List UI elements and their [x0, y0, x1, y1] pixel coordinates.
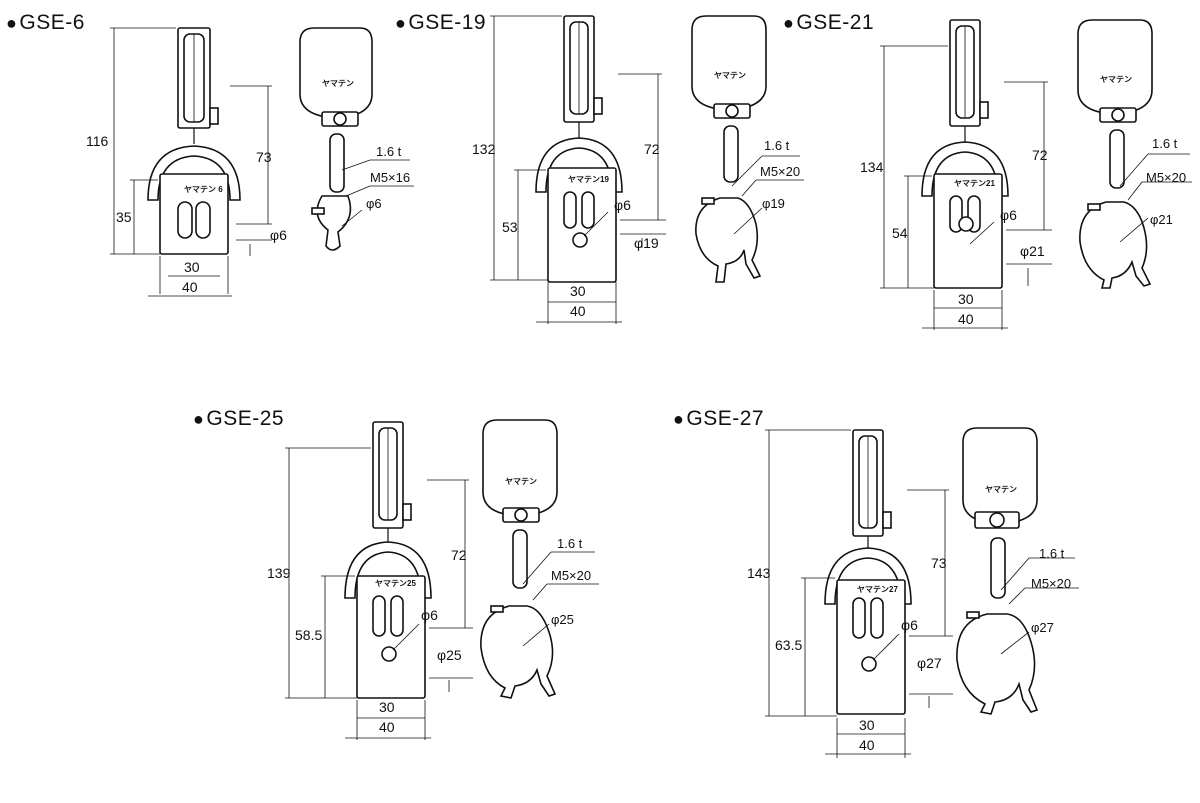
dim-width-inner: 30 — [184, 259, 200, 275]
dimension-lines — [765, 429, 953, 758]
dim-pipe-dia: φ19 — [634, 235, 659, 251]
dim-mid-height: 72 — [644, 141, 660, 157]
label-bolt: M5×20 — [1031, 576, 1071, 591]
stamp-text: ヤマテン19 — [568, 175, 609, 184]
label-thickness: 1.6 t — [557, 536, 583, 551]
drawing-gse-19: ヤマテン19 132 53 72 φ6 φ19 30 40 ヤマテン — [472, 15, 804, 324]
drawing-gse-6: ヤマテン 6 116 35 73 φ6 30 40 ヤマテン — [86, 27, 414, 297]
front-view: ヤマテン19 — [535, 15, 623, 283]
brand-text: ヤマテン — [322, 79, 354, 88]
stamp-text: ヤマテン27 — [857, 585, 898, 594]
model-label-gse-21: ●GSE-21 — [783, 12, 874, 33]
dimension-lines — [110, 27, 272, 297]
brand-text: ヤマテン — [985, 485, 1017, 494]
model-name: GSE-21 — [796, 11, 875, 34]
label-bolt: M5×20 — [1146, 170, 1186, 185]
brand-text: ヤマテン — [505, 477, 537, 486]
dim-width-outer: 40 — [958, 311, 974, 327]
stamp-text: ヤマテン25 — [375, 579, 416, 588]
front-view: ヤマテン 6 — [147, 27, 241, 255]
dim-hole-dia: φ6 — [1000, 207, 1017, 223]
side-view: ヤマテン — [956, 427, 1039, 715]
label-bolt: M5×20 — [551, 568, 591, 583]
model-name: GSE-25 — [206, 407, 285, 430]
dim-total-height: 139 — [267, 565, 291, 581]
front-view: ヤマテン25 — [344, 421, 432, 699]
label-clamp-dia: φ6 — [366, 196, 382, 211]
front-view: ヤマテン21 — [921, 19, 1009, 289]
leader-lines — [522, 551, 599, 647]
label-thickness: 1.6 t — [1039, 546, 1065, 561]
dim-mid-height: 72 — [451, 547, 467, 563]
bullet-icon: ● — [6, 13, 18, 33]
bullet-icon: ● — [193, 409, 205, 429]
dim-width-outer: 40 — [859, 737, 875, 753]
model-name: GSE-6 — [19, 11, 85, 34]
side-view: ヤマテン — [299, 27, 373, 251]
side-view: ヤマテン — [691, 15, 767, 283]
dim-width-outer: 40 — [182, 279, 198, 295]
dim-base-height: 63.5 — [775, 637, 802, 653]
dimension-lines — [880, 45, 1052, 330]
label-bolt: M5×20 — [760, 164, 800, 179]
drawing-gse-25: ヤマテン25 139 58.5 72 φ6 φ25 30 40 ヤマテン — [267, 419, 599, 740]
label-clamp-dia: φ21 — [1150, 212, 1173, 227]
dim-width-inner: 30 — [859, 717, 875, 733]
drawing-gse-21: ヤマテン21 134 54 72 φ6 φ21 30 40 ヤマテン — [860, 19, 1192, 330]
dim-base-height: 35 — [116, 209, 132, 225]
bullet-icon: ● — [395, 13, 407, 33]
stamp-text: ヤマテン 6 — [184, 185, 223, 194]
side-view: ヤマテン — [1077, 19, 1153, 289]
label-bolt: M5×16 — [370, 170, 410, 185]
dim-base-height: 58.5 — [295, 627, 322, 643]
leader-lines — [731, 155, 804, 235]
model-label-gse-19: ●GSE-19 — [395, 12, 486, 33]
model-label-gse-25: ●GSE-25 — [193, 408, 284, 429]
dim-width-inner: 30 — [570, 283, 586, 299]
dim-base-height: 53 — [502, 219, 518, 235]
model-label-gse-6: ●GSE-6 — [6, 12, 85, 33]
dim-width-outer: 40 — [570, 303, 586, 319]
dim-total-height: 132 — [472, 141, 496, 157]
label-thickness: 1.6 t — [764, 138, 790, 153]
leader-lines — [341, 159, 414, 227]
dim-base-height: 54 — [892, 225, 908, 241]
dim-total-height: 143 — [747, 565, 771, 581]
label-clamp-dia: φ19 — [762, 196, 785, 211]
brand-text: ヤマテン — [1100, 75, 1132, 84]
bullet-icon: ● — [673, 409, 685, 429]
drawing-gse-27: ヤマテン27 143 63.5 73 φ6 φ27 30 40 ヤマテン — [747, 427, 1079, 758]
leader-lines — [1119, 153, 1192, 243]
dim-hole-dia: φ6 — [421, 607, 438, 623]
dimension-lines — [490, 15, 666, 324]
model-label-gse-27: ●GSE-27 — [673, 408, 764, 429]
dim-total-height: 134 — [860, 159, 884, 175]
dimension-lines — [285, 447, 473, 740]
dim-hole-dia: φ6 — [614, 197, 631, 213]
dim-width-inner: 30 — [379, 699, 395, 715]
dim-mid-height: 73 — [931, 555, 947, 571]
dim-pipe-dia: φ6 — [270, 227, 287, 243]
label-thickness: 1.6 t — [376, 144, 402, 159]
label-clamp-dia: φ27 — [1031, 620, 1054, 635]
bullet-icon: ● — [783, 13, 795, 33]
front-view: ヤマテン27 — [824, 429, 912, 715]
dim-mid-height: 73 — [256, 149, 272, 165]
dim-pipe-dia: φ27 — [917, 655, 942, 671]
dim-width-outer: 40 — [379, 719, 395, 735]
dim-pipe-dia: φ25 — [437, 647, 462, 663]
label-thickness: 1.6 t — [1152, 136, 1178, 151]
dim-pipe-dia: φ21 — [1020, 243, 1045, 259]
dim-hole-dia: φ6 — [901, 617, 918, 633]
dim-total-height: 116 — [86, 133, 109, 149]
stamp-text: ヤマテン21 — [954, 179, 995, 188]
brand-text: ヤマテン — [714, 71, 746, 80]
leader-lines — [1000, 557, 1079, 655]
side-view: ヤマテン — [480, 419, 558, 699]
label-clamp-dia: φ25 — [551, 612, 574, 627]
model-name: GSE-27 — [686, 407, 765, 430]
dim-mid-height: 72 — [1032, 147, 1048, 163]
dim-width-inner: 30 — [958, 291, 974, 307]
model-name: GSE-19 — [408, 11, 487, 34]
